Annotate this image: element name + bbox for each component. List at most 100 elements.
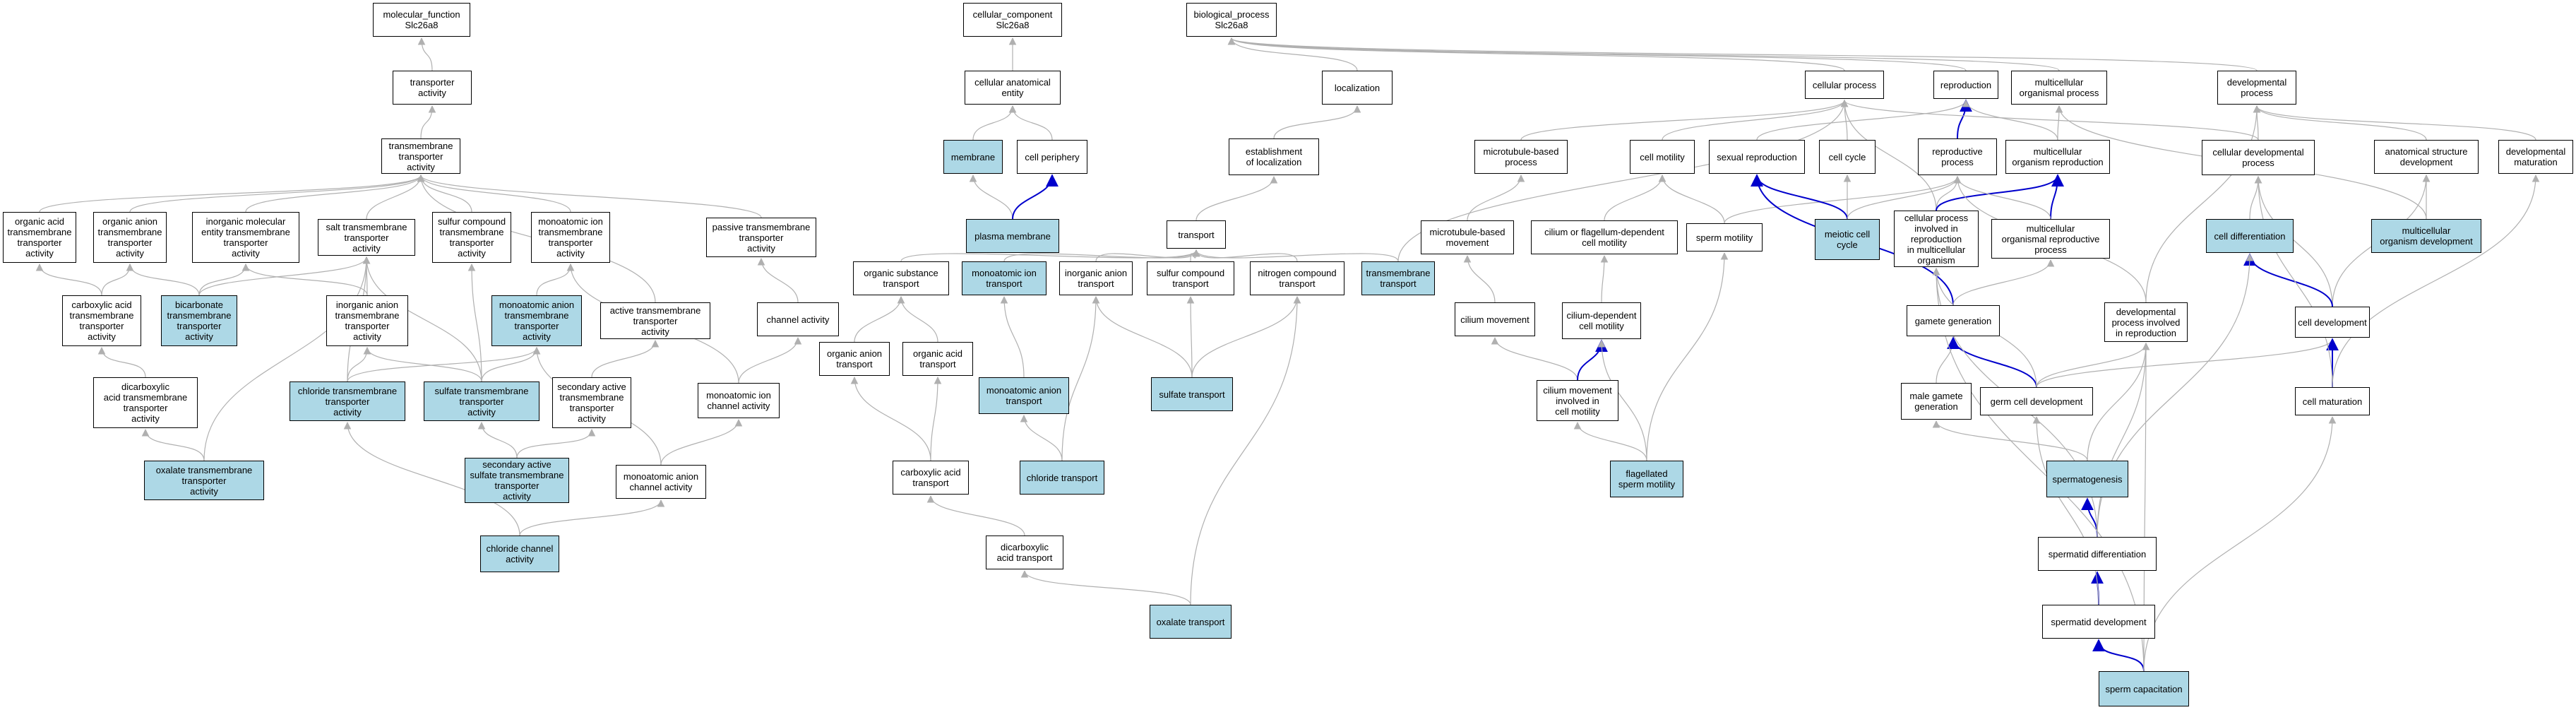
go-term-organic-substance-transport[interactable]: organic substance transport [853,261,949,295]
edge-chloride-channel-to-monoatomic-anion-channel [519,499,665,536]
go-term-sulfur-compound-transport[interactable]: sulfur compound transport [1147,261,1234,295]
edge-secondary-active-tm-to-active-tm [591,339,660,378]
go-term-cellular-process[interactable]: cellular process [1805,71,1884,99]
go-term-transmembrane-transport[interactable]: transmembrane transport [1361,261,1435,295]
go-term-spermatid-development[interactable]: spermatid development [2042,605,2155,639]
go-term-reproductive-process[interactable]: reproductive process [1918,138,1997,175]
go-term-active-tm[interactable]: active transmembrane transporter activit… [600,302,710,339]
go-term-microtubule-based-movement[interactable]: microtubule-based movement [1421,220,1514,254]
edge-inorganic-anion-transport-to-transport [1095,249,1200,262]
edge-cell-development-to-cell-differentiation [2243,253,2333,307]
go-term-cellular-developmental-process[interactable]: cellular developmental process [2202,140,2315,175]
go-term-carboxylic-acid-transport[interactable]: carboxylic acid transport [893,461,969,495]
go-term-sperm-capacitation[interactable]: sperm capacitation [2099,671,2189,706]
go-term-cell-periphery[interactable]: cell periphery [1017,140,1087,174]
go-term-secondary-active-tm[interactable]: secondary active transmembrane transport… [552,377,631,428]
go-term-passive-tm[interactable]: passive transmembrane transporter activi… [706,218,816,257]
edge-sperm-capacitation-to-cell-maturation [2143,415,2337,672]
go-term-cell-development[interactable]: cell development [2295,307,2370,338]
go-term-cilium-movement-motility[interactable]: cilium movement involved in cell motilit… [1537,380,1618,421]
go-term-flagellated-sperm-motility[interactable]: flagellated sperm motility [1610,461,1683,497]
edge-cellular-process-reproduction-to-cellular-process [1840,99,1937,211]
go-term-cell-differentiation[interactable]: cell differentiation [2206,219,2294,253]
go-term-monoatomic-anion-transport[interactable]: monoatomic anion transport [979,377,1069,414]
go-term-inorganic-anion-tm[interactable]: inorganic anion transmembrane transporte… [326,295,408,346]
go-term-monoatomic-ion-tm[interactable]: monoatomic ion transmembrane transporter… [531,212,610,263]
edge-anatomical-structure-development-to-developmental-process [2253,105,2427,141]
go-term-cilium-flagellum-motility[interactable]: cilium or flagellum-dependent cell motil… [1531,220,1678,254]
go-term-cell-cycle[interactable]: cell cycle [1819,140,1876,174]
go-term-cellular-anatomical-entity[interactable]: cellular anatomical entity [965,71,1061,105]
go-term-membrane[interactable]: membrane [943,140,1003,174]
go-term-localization[interactable]: localization [1322,71,1393,105]
go-term-sulfate-transport[interactable]: sulfate transport [1151,377,1233,411]
go-term-sperm-motility[interactable]: sperm motility [1686,223,1763,252]
go-term-developmental-process-reproduction[interactable]: developmental process involved in reprod… [2104,302,2188,342]
go-term-establishment-localization[interactable]: establishment of localization [1229,138,1319,175]
go-term-spermatogenesis[interactable]: spermatogenesis [2046,461,2128,497]
go-term-sexual-reproduction[interactable]: sexual reproduction [1709,140,1805,174]
edge-dicarboxylic-tm-to-carboxylic-acid-tm [97,346,146,378]
edge-carboxylic-acid-tm-to-organic-acid-tm [35,263,102,296]
go-term-transporter-activity[interactable]: transporter activity [393,71,472,105]
go-term-plasma-membrane[interactable]: plasma membrane [966,219,1059,253]
edge-sperm-capacitation-to-spermatid-development [2092,639,2145,672]
go-term-multicellular-reproductive-process[interactable]: multicellular organismal reproductive pr… [1991,219,2110,259]
go-term-multicellular-organism-development[interactable]: multicellular organism development [2371,219,2481,253]
go-term-transport[interactable]: transport [1167,220,1226,249]
go-term-chloride-tm[interactable]: chloride transmembrane transporter activ… [290,381,405,421]
go-term-organic-acid-tm[interactable]: organic acid transmembrane transporter a… [3,212,76,263]
go-term-multicellular-organismal-process[interactable]: multicellular organismal process [2011,71,2107,105]
go-term-cilium-dependent-motility[interactable]: cilium-dependent cell motility [1562,302,1641,339]
edge-oxalate-transport-to-dicarboxylic-acid-transport [1020,569,1191,605]
go-term-monoatomic-ion-channel[interactable]: monoatomic ion channel activity [698,383,780,418]
go-term-anatomical-structure-development[interactable]: anatomical structure development [2374,140,2479,174]
edge-inorg-molecular-tm-to-tm-transporter [245,174,425,213]
go-term-nitrogen-compound-transport[interactable]: nitrogen compound transport [1250,261,1344,295]
edge-monoatomic-anion-tm-to-monoatomic-ion-tm [536,263,575,296]
go-term-oxalate-transport[interactable]: oxalate transport [1150,605,1232,639]
go-term-monoatomic-anion-channel[interactable]: monoatomic anion channel activity [616,465,706,499]
go-term-organic-acid-transport[interactable]: organic acid transport [902,342,973,376]
edge-cilium-movement-motility-to-cilium-dependent-motility [1577,339,1608,381]
go-term-inorg-molecular-tm[interactable]: inorganic molecular entity transmembrane… [192,212,299,263]
go-term-developmental-maturation[interactable]: developmental maturation [2498,140,2573,174]
go-term-sulfur-compound-tm[interactable]: sulfur compound transmembrane transporte… [432,212,511,263]
go-term-multicellular-organism-reproduction[interactable]: multicellular organism reproduction [2005,140,2110,174]
go-term-bicarbonate-tm[interactable]: bicarbonate transmembrane transporter ac… [161,295,237,346]
go-term-gamete-generation[interactable]: gamete generation [1907,305,2000,336]
go-term-dicarboxylic-acid-transport[interactable]: dicarboxylic acid transport [986,536,1063,569]
edge-spermatid-development-to-germ-cell-development [2032,415,2099,605]
go-term-organic-anion-tm[interactable]: organic anion transmembrane transporter … [93,212,167,263]
go-term-tm-transporter[interactable]: transmembrane transporter activity [381,138,460,174]
go-term-cell-maturation[interactable]: cell maturation [2295,387,2370,415]
go-term-secondary-active-sulfate[interactable]: secondary active sulfate transmembrane t… [465,458,569,503]
go-term-salt-tm[interactable]: salt transmembrane transporter activity [318,219,415,256]
go-term-monoatomic-ion-transport[interactable]: monoatomic ion transport [962,261,1046,295]
go-term-reproduction[interactable]: reproduction [1933,71,1998,99]
go-term-developmental-process[interactable]: developmental process [2217,71,2296,105]
go-term-dicarboxylic-tm[interactable]: dicarboxylic acid transmembrane transpor… [93,377,198,428]
go-term-chloride-transport[interactable]: chloride transport [1020,461,1104,495]
go-term-bp-root[interactable]: biological_process Slc26a8 [1186,3,1277,37]
go-term-male-gamete-generation[interactable]: male gamete generation [1901,383,1972,420]
go-term-germ-cell-development[interactable]: germ cell development [1980,387,2093,415]
go-term-cilium-movement[interactable]: cilium movement [1455,302,1535,336]
go-term-inorganic-anion-transport[interactable]: inorganic anion transport [1059,261,1133,295]
go-term-channel-activity[interactable]: channel activity [757,302,839,336]
go-term-cc-root[interactable]: cellular_component Slc26a8 [963,3,1062,37]
go-term-carboxylic-acid-tm[interactable]: carboxylic acid transmembrane transporte… [62,295,141,346]
go-term-monoatomic-anion-tm[interactable]: monoatomic anion transmembrane transport… [491,295,582,346]
edge-cell-periphery-to-cellular-anatomical-entity [1008,105,1053,141]
go-term-meiotic-cell-cycle[interactable]: meiotic cell cycle [1815,219,1880,260]
go-term-oxalate-tm[interactable]: oxalate transmembrane transporter activi… [144,461,264,500]
edge-sulfate-transport-to-inorganic-anion-transport [1092,295,1193,378]
go-term-sulfate-tm[interactable]: sulfate transmembrane transporter activi… [424,381,539,421]
go-term-spermatid-differentiation[interactable]: spermatid differentiation [2038,537,2157,571]
go-term-cellular-process-reproduction[interactable]: cellular process involved in reproductio… [1894,211,1979,267]
go-term-cell-motility[interactable]: cell motility [1630,140,1695,174]
go-term-microtubule-based-process[interactable]: microtubule-based process [1474,140,1568,174]
go-term-organic-anion-transport[interactable]: organic anion transport [819,342,890,376]
go-term-mf-root[interactable]: molecular_function Slc26a8 [373,3,470,37]
go-term-chloride-channel[interactable]: chloride channel activity [480,536,559,572]
